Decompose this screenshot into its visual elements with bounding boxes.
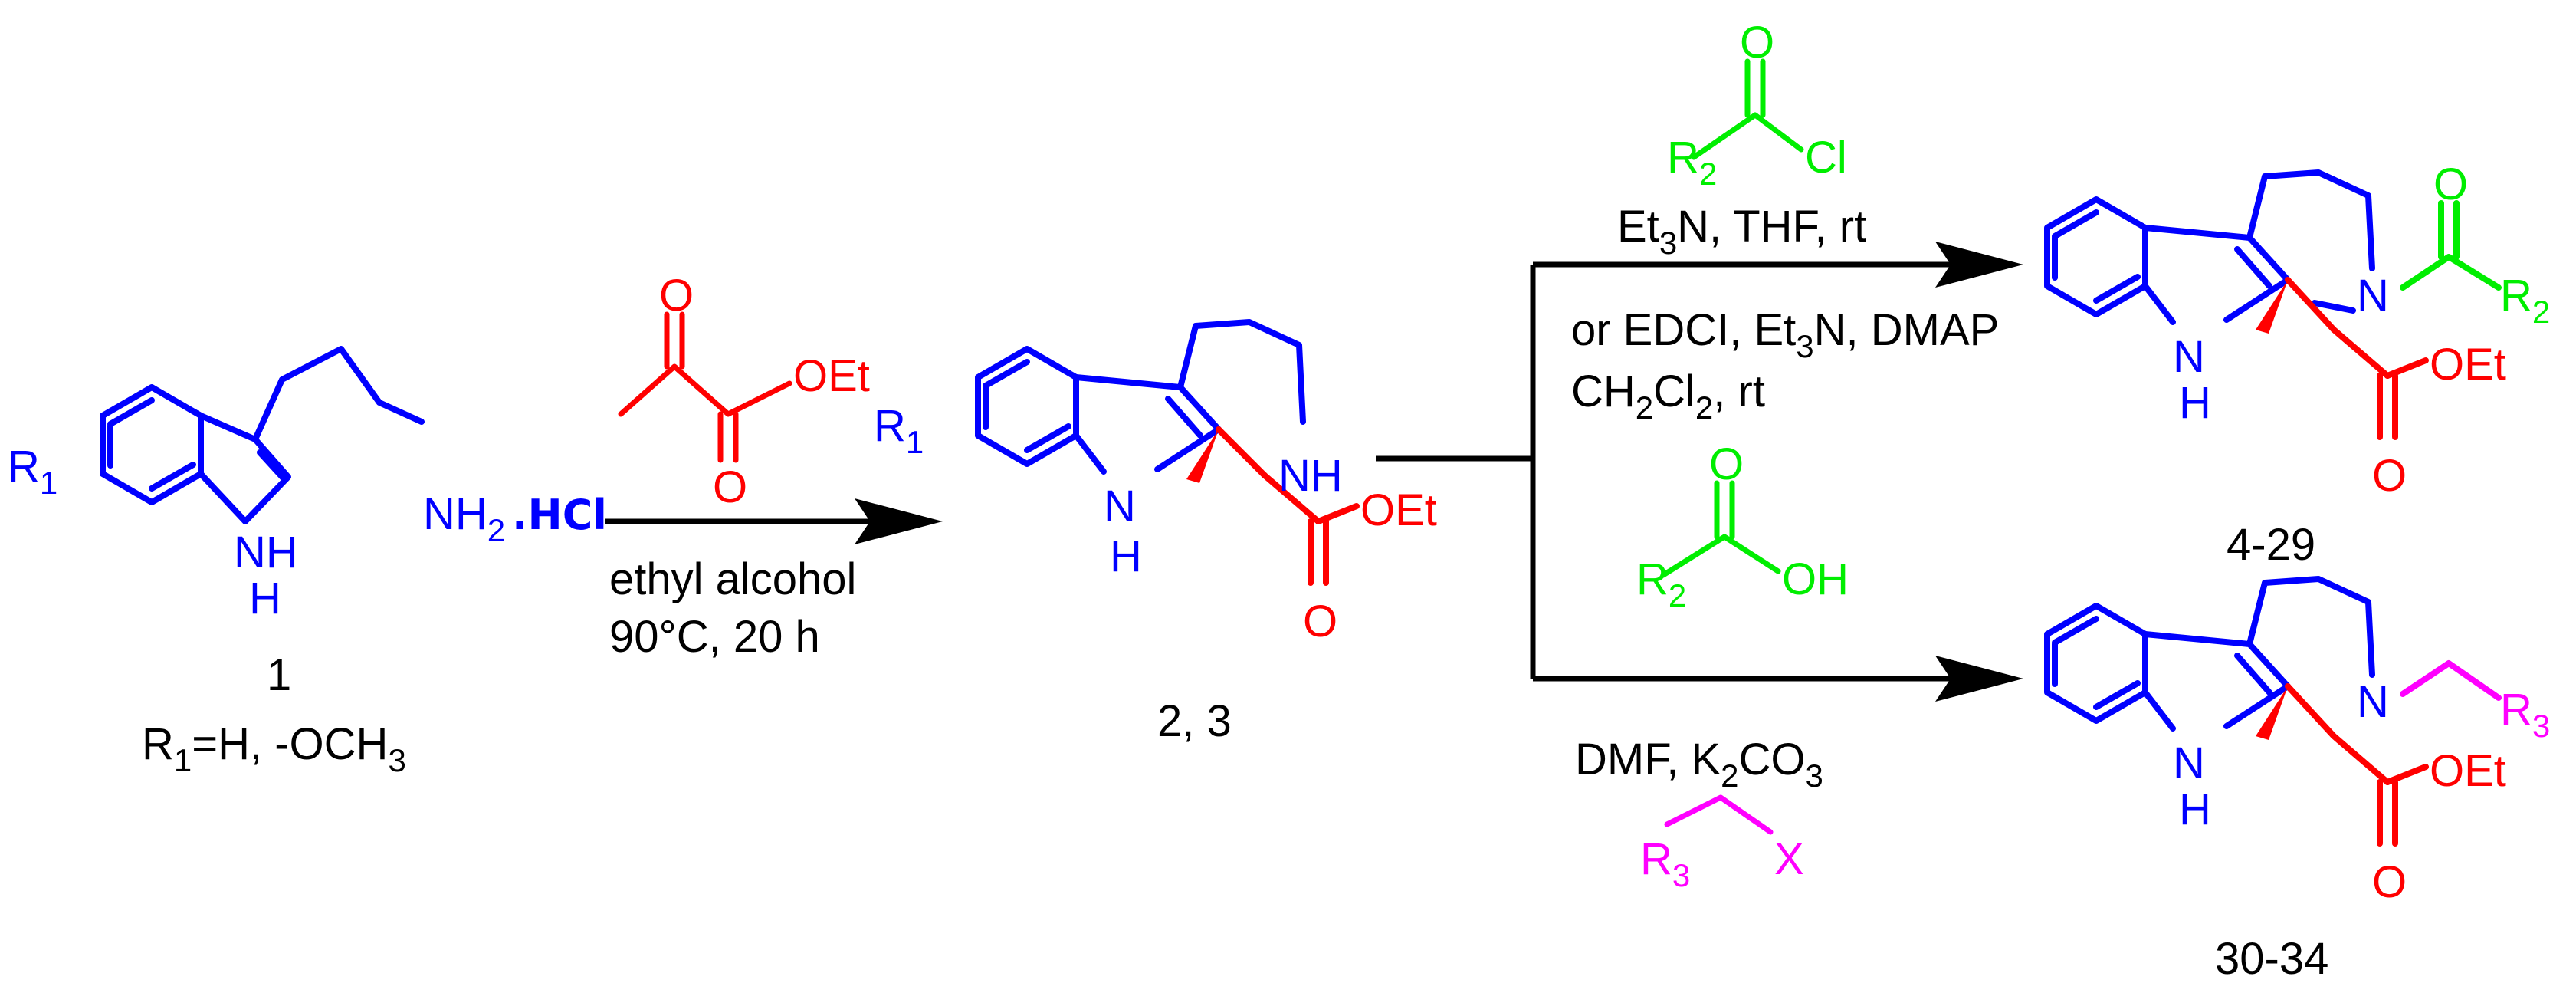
compound-1-salt: .HCl	[512, 491, 607, 539]
compound-1-h: H	[249, 574, 281, 623]
compound-2-3-r1: R1	[874, 401, 924, 460]
product-4-29-r2: R2	[2500, 271, 2550, 330]
product-30-34-alkyl	[2400, 660, 2502, 701]
compound-1: R1 NH H NH2 .HCl 1 R1=H, -OCH3	[8, 346, 607, 778]
product-30-34-methyl-wedge	[2256, 686, 2288, 740]
compound-1-amine: NH2	[423, 489, 505, 548]
product-4-29-acyl	[2400, 200, 2502, 291]
compound-2-3-n: N	[1104, 482, 1136, 531]
upper-condition-line1: Et3N, THF, rt	[1617, 202, 1866, 261]
product-30-34-n: N	[2357, 677, 2389, 727]
compound-2-3-oet: OEt	[1360, 485, 1437, 535]
product-4-29-ester	[2285, 277, 2429, 440]
compound-1-r1: R1	[8, 442, 57, 501]
compound-2-3: R1 NH N H OEt O 2, 3	[874, 319, 1437, 746]
product-30-34-o: O	[2372, 857, 2407, 907]
product-30-34: N N H R3 OEt O 30-34	[2044, 576, 2550, 984]
acid-chloride: O R2 Cl	[1667, 18, 1847, 192]
pyruvate-oxygen-top: O	[659, 271, 694, 321]
product-4-29-h: H	[2179, 378, 2211, 428]
compound-2-3-ester	[1216, 426, 1360, 586]
pyruvate-oxygen-bottom: O	[713, 462, 747, 512]
product-4-29-skeleton	[2044, 169, 2375, 325]
ethyl-pyruvate: O OEt O	[618, 271, 870, 512]
alkyl-halide-x: X	[1774, 834, 1804, 884]
compound-2-3-number: 2, 3	[1157, 696, 1232, 746]
step1-conditions: 90°C, 20 h	[609, 612, 820, 662]
product-4-29-nh-n: N	[2173, 332, 2205, 382]
reaction-arrow-upper	[1935, 242, 2023, 288]
carboxylic-acid-oh: OH	[1782, 554, 1849, 604]
compound-1-skeleton	[100, 346, 425, 524]
compound-2-3-methyl-wedge	[1186, 429, 1219, 483]
acid-chloride-o: O	[1740, 18, 1774, 67]
acid-chloride-cl: Cl	[1805, 133, 1847, 182]
product-30-34-skeleton	[2044, 576, 2375, 732]
carboxylic-acid-o: O	[1709, 439, 1744, 489]
compound-1-nh: NH	[234, 528, 298, 577]
ethyl-pyruvate-skeleton	[618, 311, 792, 463]
product-4-29: N N H O R2 OEt O 4-29	[2044, 159, 2550, 570]
branch-connector	[1376, 261, 1962, 682]
upper-condition-line3: CH2Cl2, rt	[1571, 367, 1765, 426]
carboxylic-acid-skeleton	[1660, 480, 1781, 578]
product-30-34-h: H	[2179, 784, 2211, 834]
compound-1-number: 1	[267, 650, 291, 700]
compound-2-3-skeleton	[975, 319, 1306, 475]
product-4-29-number: 4-29	[2227, 520, 2315, 570]
carboxylic-acid: O R2 OH	[1636, 439, 1849, 613]
compound-2-3-nh-ring: NH	[1278, 451, 1343, 501]
product-4-29-acyl-o: O	[2433, 159, 2468, 209]
acid-chloride-skeleton	[1691, 58, 1804, 160]
reaction-arrow-lower	[1935, 656, 2023, 702]
compound-2-3-h: H	[1110, 531, 1142, 581]
acid-chloride-r2: R2	[1667, 133, 1717, 192]
product-4-29-methyl-wedge	[2256, 280, 2288, 334]
alkyl-halide-r3: R3	[1640, 834, 1690, 893]
product-4-29-n: N	[2357, 271, 2389, 321]
product-4-29-o: O	[2372, 451, 2407, 501]
upper-condition-line2: or EDCI, Et3N, DMAP	[1571, 305, 1999, 364]
product-30-34-ester	[2285, 683, 2429, 847]
compound-2-3-o: O	[1303, 597, 1337, 646]
carboxylic-acid-r2: R2	[1636, 554, 1686, 613]
lower-condition-line1: DMF, K2CO3	[1575, 735, 1823, 794]
alkyl-halide: R3 X	[1640, 794, 1804, 893]
step1-solvent: ethyl alcohol	[609, 554, 856, 604]
pyruvate-oet: OEt	[793, 351, 870, 401]
alkyl-halide-skeleton	[1664, 794, 1774, 835]
product-30-34-nh-n: N	[2173, 738, 2205, 788]
compound-1-r1-definition: R1=H, -OCH3	[142, 719, 406, 778]
product-30-34-number: 30-34	[2215, 934, 2328, 984]
product-4-29-oet: OEt	[2430, 340, 2506, 390]
reaction-arrow-step1	[605, 498, 943, 544]
product-30-34-oet: OEt	[2430, 746, 2506, 796]
product-30-34-r3: R3	[2500, 685, 2550, 744]
